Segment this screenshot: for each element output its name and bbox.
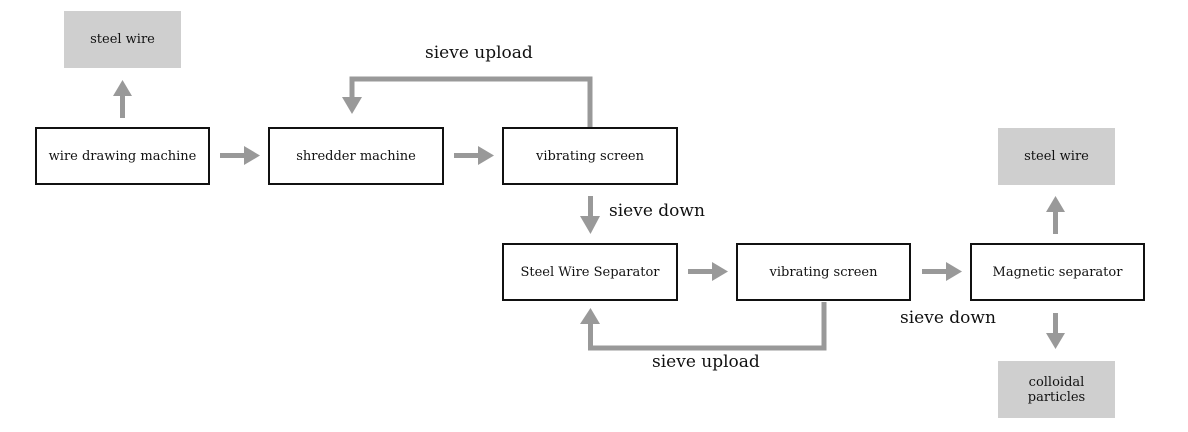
sieve-upload-label-1: sieve upload xyxy=(425,43,533,63)
magnetic-separator-box: Magnetic separator xyxy=(970,243,1145,301)
output-steel-wire-1: steel wire xyxy=(64,11,181,68)
output-steel-wire-2-label: steel wire xyxy=(1024,149,1089,164)
sieve-down-label-1: sieve down xyxy=(609,201,705,221)
steel-wire-separator-label: Steel Wire Separator xyxy=(520,264,660,280)
vibrating-screen-1-label: vibrating screen xyxy=(536,148,644,164)
output-colloidal-particles: colloidal particles xyxy=(998,361,1115,418)
sieve-down-label-2: sieve down xyxy=(900,308,996,328)
shredder-machine-label: shredder machine xyxy=(296,148,416,164)
arrow-to-steel-wire-2 xyxy=(1046,196,1065,234)
arrow-to-steel-wire-1 xyxy=(113,80,132,118)
arrow-sieve-down-1 xyxy=(580,196,600,234)
arrow-to-vibrating-screen-2 xyxy=(688,262,728,281)
wire-drawing-machine-label: wire drawing machine xyxy=(48,148,197,164)
arrow-to-vibrating-screen-1 xyxy=(454,146,494,165)
arrow-to-colloidal-particles xyxy=(1046,313,1065,349)
arrow-to-magnetic-separator xyxy=(922,262,962,281)
vibrating-screen-1-box: vibrating screen xyxy=(502,127,678,185)
wire-drawing-machine-box: wire drawing machine xyxy=(35,127,210,185)
steel-wire-separator-box: Steel Wire Separator xyxy=(502,243,678,301)
arrow-sieve-upload-1-head xyxy=(342,97,362,114)
sieve-upload-label-2: sieve upload xyxy=(652,352,760,372)
shredder-machine-box: shredder machine xyxy=(268,127,444,185)
arrow-sieve-upload-2-head xyxy=(580,308,600,324)
loop-sieve-upload-2 xyxy=(588,302,827,351)
vibrating-screen-2-box: vibrating screen xyxy=(736,243,911,301)
output-colloidal-particles-label: colloidal particles xyxy=(1027,374,1086,405)
vibrating-screen-2-label: vibrating screen xyxy=(769,264,878,280)
loop-sieve-upload-1 xyxy=(349,76,593,127)
arrow-to-shredder xyxy=(220,146,260,165)
magnetic-separator-label: Magnetic separator xyxy=(992,264,1123,280)
output-steel-wire-1-label: steel wire xyxy=(90,32,155,47)
output-steel-wire-2: steel wire xyxy=(998,128,1115,185)
